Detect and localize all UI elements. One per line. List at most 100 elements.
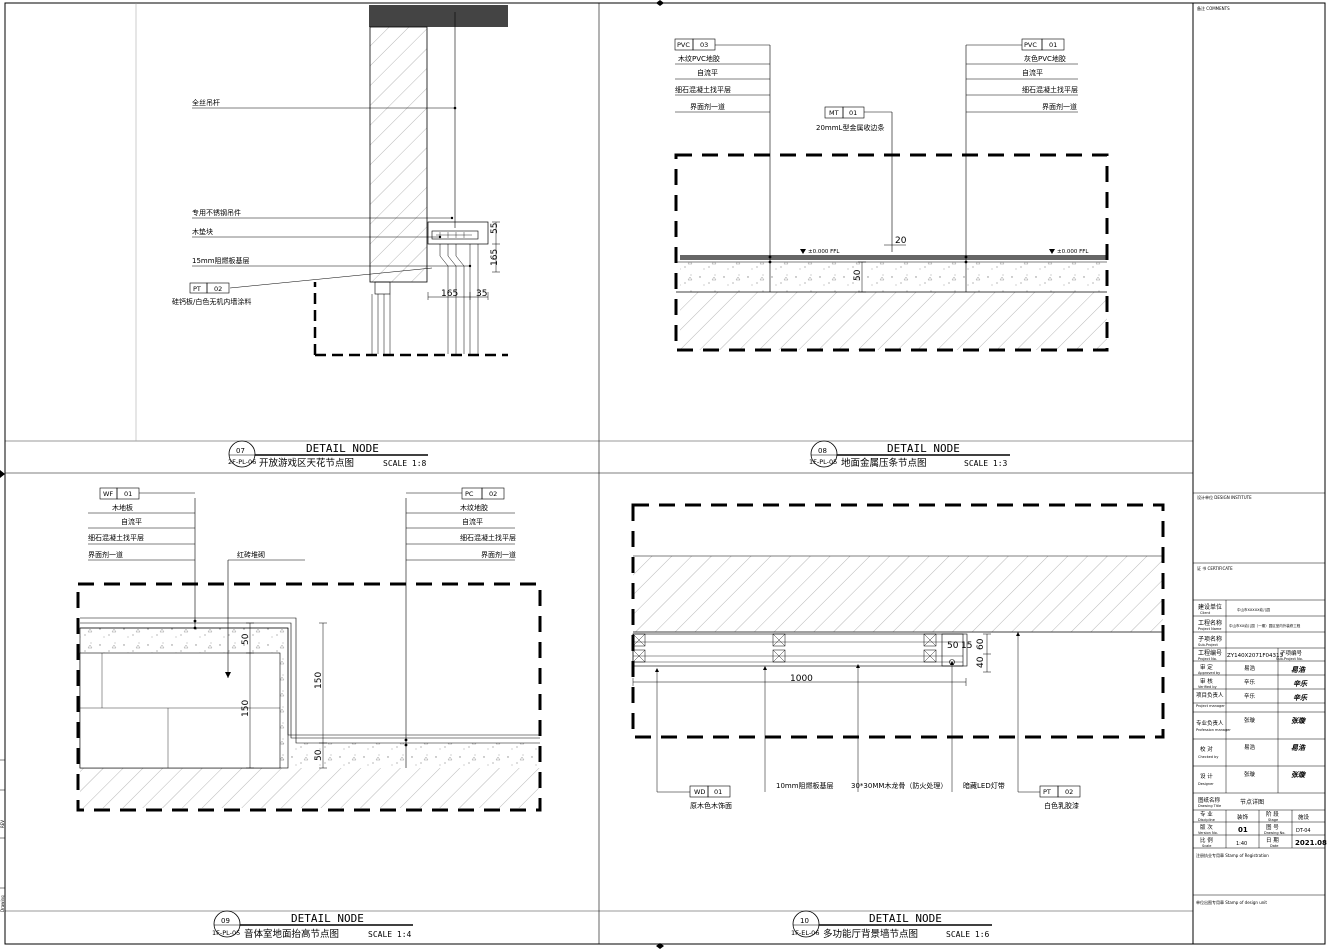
p08-left-tag-code: PVC [677,41,690,49]
p09-left-label-1: 木地板 [112,503,133,512]
p08-mid-tag-code: MT [829,109,839,117]
p10-tag-b-code: PT [1043,788,1051,796]
tb-stage-value: 施设 [1298,813,1310,821]
panel-07-ref: 2F-PL-06 [228,458,256,466]
tb-client-en: Client [1200,611,1211,615]
panel-10-ref: 1F-EL-06 [791,929,819,937]
panel-07-heading: DETAIL NODE [306,442,379,455]
screed-low [280,743,540,768]
p08-left-tag-num: 03 [700,41,708,49]
p09-dim-150-b: 150 [241,700,251,717]
panel-07-num: 07 [236,447,245,455]
panel-10-heading: DETAIL NODE [869,912,942,925]
tb-verified-en: Verified by [1198,685,1217,689]
tb-scale-value: 1:40 [1236,841,1247,847]
ceiling-slab [369,5,508,27]
p08-right-label-4: 界面剂一道 [1042,102,1077,111]
panel-09-num: 09 [221,917,230,925]
sheet-border [4,2,1326,945]
tb-client-value: 中山市XXXXX幼儿园 [1237,607,1270,612]
p09-right-label-2: 自流平 [462,517,483,526]
margin-rev-label: REV [0,820,5,828]
tb-version-value: 01 [1238,826,1248,834]
panel-08-ref: 1F-PL-05 [809,458,837,466]
tb-subno-cn: 子项编号 [1280,649,1303,657]
tb-discipline-cn: 专 业 [1200,810,1213,818]
panel-07-ceiling-detail: 全丝吊杆 专用不锈钢吊件 木垫块 15mm阻燃板基层 PT 02 硅钙板/白色无… [135,3,508,469]
p08-left-label-1: 木纹PVC地胶 [678,54,720,63]
tb-checked-cn: 校 对 [1200,745,1213,753]
tb-approved-en: Approved by [1198,671,1220,675]
p08-level-right: ±0.000 FFL [1057,249,1089,255]
tb-version-en: Version No. [1198,831,1218,835]
panel-08-scale: SCALE 1:3 [964,459,1008,468]
tb-drawingno-value: DT-04 [1296,828,1311,834]
signature-approved: 易浩 [1291,666,1306,674]
p09-left-tag-code: WF [103,490,113,498]
tb-stage-cn: 阶 段 [1266,810,1279,818]
p10-dim-40: 40 [976,656,986,668]
p08-right-label-3: 细石混凝土找平层 [1022,85,1078,94]
tb-subproject-en: Sub-Project [1198,643,1219,647]
tb-designer-en: Designer [1198,782,1214,786]
p10-dim-1000: 1000 [790,674,813,684]
base-slab [80,768,540,808]
panel-08-title: 地面金属压条节点图 [841,457,927,469]
panel-09-ref: 1F-PL-05 [212,929,240,937]
p09-left-label-2: 自流平 [121,517,142,526]
tb-subproject-cn: 子项名称 [1198,635,1222,643]
tb-verified-cn: 审 核 [1200,677,1213,685]
p08-mid-tag-num: 01 [849,109,857,117]
tb-discipline-value: 装饰 [1237,813,1249,821]
tb-verified-value: 辛乐 [1244,678,1256,686]
p10-dim-60: 60 [976,638,986,650]
margin-drawing-label: Drawing [0,895,5,912]
signature-designer: 张璇 [1291,770,1307,779]
p10-tag-b-num: 02 [1065,788,1073,796]
tb-designer-cn: 设 计 [1200,772,1213,780]
panel-09-title: 音体室地面抬高节点图 [244,928,339,940]
tb-date-value: 2021.08 [1295,839,1327,847]
tb-date-cn: 日 期 [1266,837,1279,844]
p08-right-label-1: 灰色PVC地胶 [1024,54,1066,63]
label-gypsum-paint: 硅钙板/白色无机内墙涂料 [172,297,251,306]
p09-left-tag-num: 01 [124,490,132,498]
p10-label-board: 10mm阻燃板基层 [776,781,834,790]
p08-dim-50: 50 [853,269,863,281]
p09-left-label-3: 细石混凝土找平层 [88,533,144,542]
tb-date-en: Date [1270,844,1278,848]
tb-comments-label: 备注 COMMENTS [1197,5,1230,11]
tb-grid: 专 业 Discipline 装饰 阶 段 Stage 施设 版 次 Versi… [1193,810,1327,849]
label-fireproof-board: 15mm阻燃板基层 [192,256,250,265]
label-hanger-rod: 全丝吊杆 [192,98,220,107]
tb-approved-cn: 审 定 [1200,663,1213,671]
tb-stage-en: Stage [1268,818,1278,822]
tb-design-unit-label: 设计单位 DESIGN INSTITUTE [1197,494,1252,500]
dim-35: 35 [476,289,487,299]
p08-dim-20: 20 [895,236,907,246]
p09-right-tag-num: 02 [489,490,497,498]
pvc-layer [680,255,1107,260]
detail-boundary [631,503,1165,739]
dim-165-h: 165 [441,289,458,299]
p09-right-label-1: 木纹地胶 [460,503,488,512]
p09-left-label-4: 界面剂一道 [88,550,123,559]
panel-08-heading: DETAIL NODE [887,442,960,455]
tb-version-cn: 版 次 [1200,823,1213,831]
tb-checked-en: Checked by [1198,755,1218,759]
p08-left-label-2: 自流平 [697,68,718,77]
tb-checked-value: 易浩 [1244,743,1256,751]
p09-mid-label: 红砖堆砌 [237,550,265,559]
tb-profession-cn: 专业负责人 [1196,719,1224,727]
p10-dim-50: 50 [947,641,959,651]
signature-checked: 易浩 [1291,744,1306,752]
panel-08-floor-trim-detail: PVC 03 木纹PVC地胶 自流平 细石混凝土找平层 界面剂一道 PVC 01… [674,38,1109,469]
detail-cutoff-boundary [313,282,508,357]
p10-tag-a-code: WD [694,788,705,796]
p08-right-tag-num: 01 [1049,41,1057,49]
tb-drawing-title-cn: 图纸名称 [1198,796,1221,804]
brick-block [79,652,281,769]
p08-left-label-3: 细石混凝土找平层 [675,85,731,94]
detail-boundary [674,153,1109,352]
